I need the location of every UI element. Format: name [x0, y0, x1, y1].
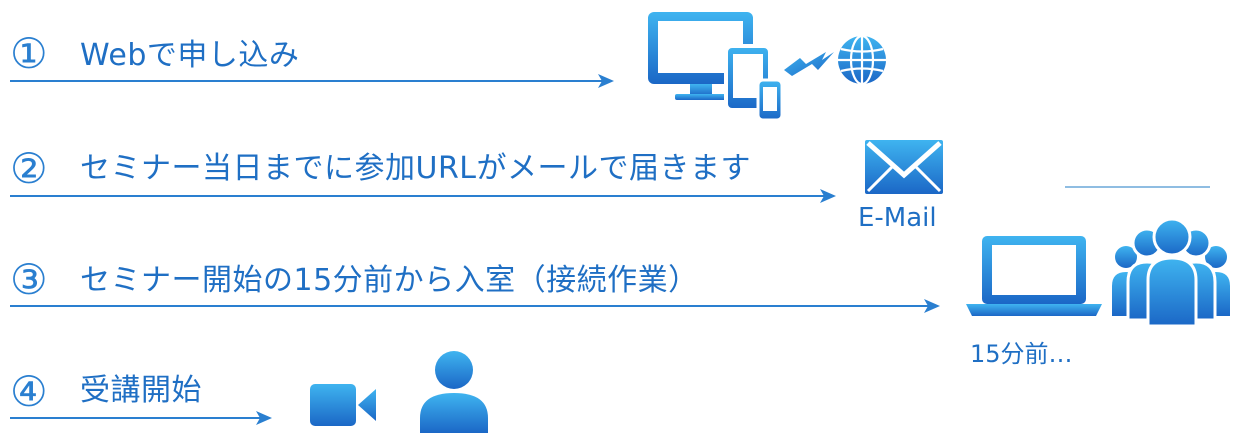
arrow-step-3 — [10, 299, 940, 313]
step-3-label: セミナー開始の15分前から入室（接続作業） — [80, 263, 699, 298]
devices-icon — [648, 12, 784, 122]
arrow-step-2 — [10, 189, 836, 203]
mail-icon — [865, 140, 943, 194]
arrow-step-4 — [10, 411, 272, 425]
minutes-before-caption: 15分前… — [970, 340, 1073, 368]
group-icon — [1112, 217, 1230, 328]
step-2-label: セミナー当日までに参加URLがメールで届きます — [80, 151, 752, 186]
email-caption: E-Mail — [858, 203, 937, 233]
connection-icon — [784, 52, 834, 76]
globe-icon — [838, 34, 886, 86]
video-camera-icon — [310, 384, 376, 426]
step-4-label: 受講開始 — [80, 373, 202, 408]
step-2-number: ② — [10, 144, 48, 193]
step-1-number: ① — [10, 29, 48, 78]
step-1-label: Webで申し込み — [80, 38, 300, 73]
step-3-number: ③ — [10, 255, 48, 304]
person-icon — [420, 351, 488, 433]
step-4-number: ④ — [10, 367, 48, 416]
arrow-step-1 — [10, 74, 614, 88]
laptop-icon — [966, 236, 1102, 316]
